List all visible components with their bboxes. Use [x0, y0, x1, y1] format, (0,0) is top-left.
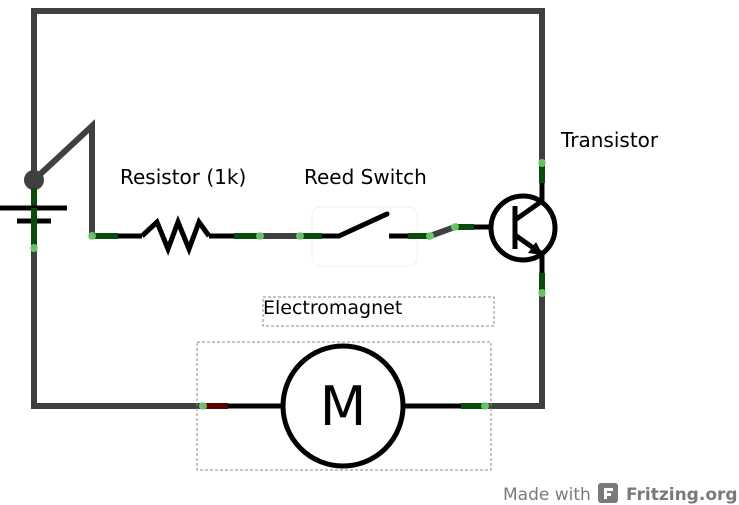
motor-symbol: M	[320, 375, 367, 438]
fritzing-footer: Made with Fritzing.org	[503, 483, 738, 505]
reed-contact-blade	[336, 211, 390, 239]
wires	[29, 8, 545, 409]
wire-switch-transistor[interactable]	[426, 223, 459, 240]
connector-dot	[451, 223, 459, 231]
connector-dot	[296, 232, 304, 240]
electromagnet-label-box	[262, 296, 495, 327]
electromagnet-label: Electromagnet	[263, 297, 402, 319]
wire-diagonal[interactable]	[29, 119, 95, 239]
transistor-label: Transistor	[560, 128, 659, 152]
transistor-collector	[513, 198, 544, 223]
motor-selection-box	[196, 341, 492, 471]
transistor[interactable]	[451, 159, 558, 297]
connector-dot	[538, 289, 546, 297]
fritzing-logo-icon	[598, 483, 618, 503]
connector-dot	[256, 232, 264, 240]
wire-left-lower[interactable]	[31, 245, 206, 409]
connector-dot	[426, 232, 434, 240]
connector-dot	[30, 244, 38, 252]
fritzing-brand[interactable]: Fritzing.org	[626, 485, 738, 505]
motor[interactable]: M	[196, 341, 492, 471]
transistor-body	[488, 193, 558, 263]
resistor-label: Resistor (1k)	[120, 165, 246, 189]
connector-dot	[538, 159, 546, 167]
connector-dot	[88, 232, 96, 240]
wire-right-lower[interactable]	[482, 290, 545, 409]
junction-dot	[24, 170, 44, 190]
reed-switch-label: Reed Switch	[304, 165, 427, 189]
resistor-zigzag	[140, 215, 212, 256]
transistor-emitter-arrow	[528, 242, 543, 255]
made-with-text: Made with	[503, 485, 591, 505]
reed-switch[interactable]	[296, 206, 434, 267]
resistor[interactable]	[88, 215, 264, 256]
battery[interactable]	[0, 188, 67, 252]
connector-dot	[199, 402, 207, 410]
connector-dot	[481, 402, 489, 410]
wire-top-loop[interactable]	[31, 8, 545, 168]
